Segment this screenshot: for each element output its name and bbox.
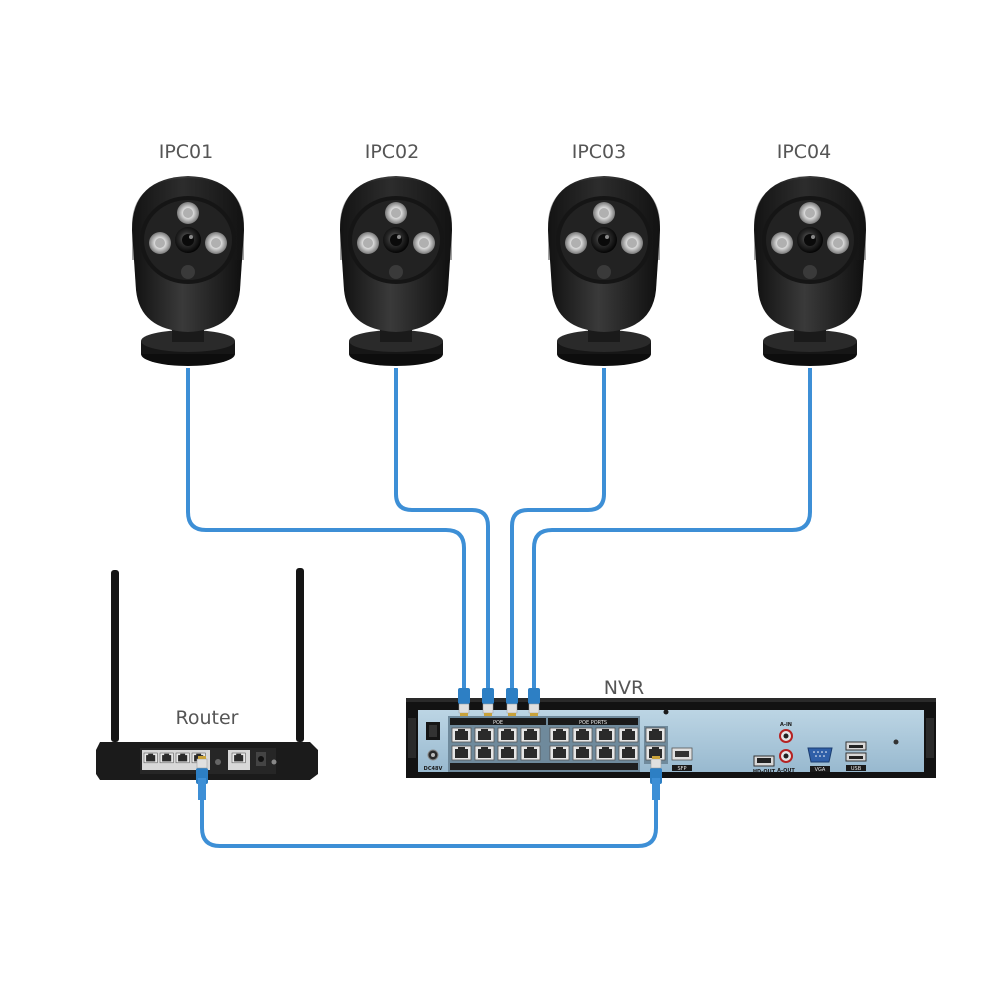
nvr-reset-hole (893, 739, 899, 745)
camera-ipc01 (132, 176, 244, 366)
nvr: DC48V POE POE PORTS (406, 698, 936, 778)
nvr-audio-in-label: A-IN (780, 722, 792, 728)
nvr-usb-label: USB (851, 766, 862, 772)
nvr-dc-label: DC48V (424, 766, 443, 772)
camera-label-ipc04: IPC04 (777, 141, 832, 163)
cable-ipc03 (510, 368, 606, 688)
camera-ipc03 (548, 176, 660, 366)
camera-ipc02 (340, 176, 452, 366)
nvr-vga-port (807, 747, 833, 763)
nvr-poe-label-left: POE (493, 720, 503, 726)
connector-ipc03 (505, 687, 519, 717)
nvr-audio-out-label: A-OUT (777, 768, 795, 774)
router-antenna-right (296, 568, 304, 742)
connector-ipc02 (481, 687, 495, 717)
nvr-sfp-label: SFP (677, 766, 686, 772)
nvr-label: NVR (604, 677, 644, 699)
router (96, 568, 318, 800)
nvr-hdmi-label: HD-OUT (753, 769, 776, 775)
cable-ipc02 (394, 368, 490, 688)
cable-ipc04 (532, 368, 812, 688)
camera-ipc04 (754, 176, 866, 366)
camera-label-ipc02: IPC02 (365, 141, 420, 163)
cable-ipc01 (186, 368, 466, 688)
camera-label-ipc01: IPC01 (159, 141, 214, 163)
camera-label-ipc03: IPC03 (572, 141, 627, 163)
connector-ipc04 (527, 687, 541, 717)
nvr-vga-label: VGA (815, 767, 826, 773)
nvr-poe-ports-label: POE PORTS (579, 720, 607, 726)
cable-router-nvr (200, 800, 658, 848)
router-label: Router (176, 707, 239, 729)
router-antenna-left (111, 570, 119, 742)
connector-ipc01 (457, 687, 471, 717)
